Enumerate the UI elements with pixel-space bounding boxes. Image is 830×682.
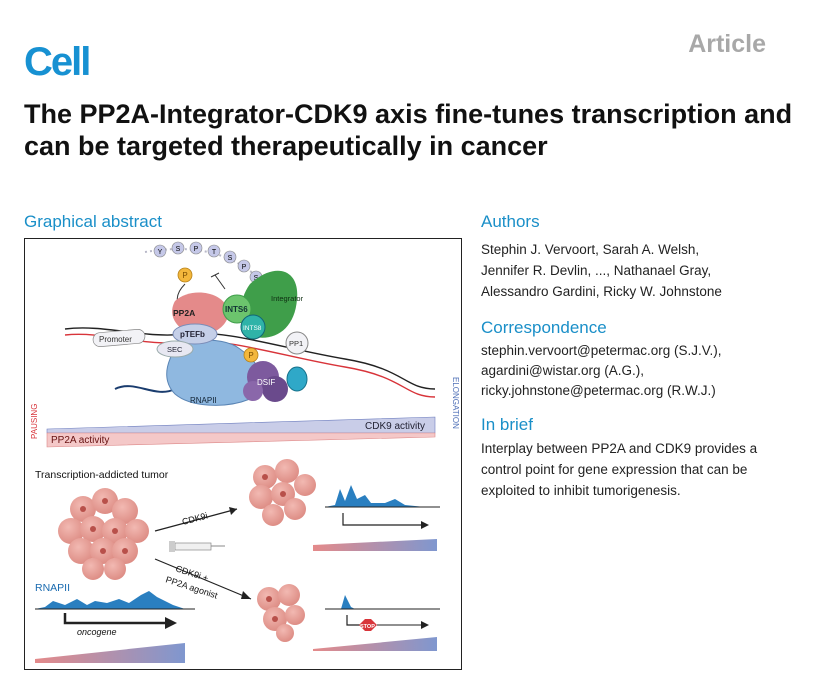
nucleosome-icon (286, 366, 308, 392)
phospho-icon (243, 347, 259, 363)
oncogene-label: oncogene (77, 627, 117, 637)
syringe-icon (169, 541, 225, 552)
correspondence-line[interactable]: ricky.johnstone@petermac.org (R.W.J.) (481, 383, 716, 398)
correspondence-list: stephin.vervoort@petermac.org (S.J.V.), … (481, 341, 811, 401)
article-title: The PP2A-Integrator-CDK9 axis fine-tunes… (24, 99, 793, 161)
tumor-cluster (58, 488, 149, 580)
promoter-box (92, 328, 146, 348)
rnapii-lower-label: RNAPII (35, 582, 70, 594)
author-line: Stephin J. Vervoort, Sarah A. Welsh, (481, 242, 700, 257)
pp2a-label: PP2A (173, 308, 195, 318)
sec-label: SEC (167, 345, 183, 354)
correspondence-heading: Correspondence (481, 318, 607, 337)
ctd-letter: S (254, 275, 259, 282)
in-brief-text: Interplay between PP2A and CDK9 provides… (481, 441, 758, 498)
ctd-letter: P (242, 264, 247, 271)
cdk9-activity-label: CDK9 activity (365, 421, 425, 432)
rnapii-signal (35, 591, 195, 629)
pp2a-activity-label: PP2A activity (51, 435, 109, 446)
dsif-label: DSIF (257, 378, 275, 387)
ctd-tail: Y S P T S P S P (144, 241, 271, 312)
ints8-complex (240, 314, 266, 340)
tumor-label: Transcription-addicted tumor (35, 469, 169, 481)
pp2a-activity-wedge (46, 432, 436, 448)
integrator-label: Integrator (271, 294, 304, 303)
journal-logo: Cell (24, 40, 91, 84)
ctd-letter: Y (158, 249, 163, 256)
correspondence-line[interactable]: agardini@wistar.org (A.G.), (481, 363, 645, 378)
activity-wedge-lower (35, 643, 185, 663)
phospho-label: P (182, 271, 187, 280)
graphical-abstract-heading: Graphical abstract (24, 212, 162, 231)
authors-heading: Authors (481, 212, 540, 231)
ctd-letter: T (212, 249, 217, 256)
phospho-label: P (248, 351, 253, 360)
tumor-cdk9i (249, 459, 316, 526)
elongation-label: ELONGATION (451, 377, 460, 429)
phospho-icon (177, 267, 193, 283)
ptefb-complex (172, 323, 218, 345)
rnapii-label: RNAPII (190, 396, 217, 405)
graphical-abstract-figure: Y S P T S P S P Integrator PP2A INTS6 IN… (24, 238, 462, 670)
author-line: Jennifer R. Devlin, ..., Nathanael Gray, (481, 263, 712, 278)
pausing-label: PAUSING (30, 404, 39, 439)
combo-signal: STOP (313, 595, 440, 651)
graphical-abstract-svg: Y S P T S P S P Integrator PP2A INTS6 IN… (30, 241, 460, 663)
ctd-letter: S (176, 246, 181, 253)
ints8-label: INTS8 (243, 325, 262, 332)
pp1-complex (285, 331, 309, 355)
correspondence-line[interactable]: stephin.vervoort@petermac.org (S.J.V.), (481, 343, 722, 358)
stop-label: STOP (360, 624, 375, 630)
cdk9i-signal (313, 485, 440, 551)
ptefb-label: pTEFb (180, 330, 205, 339)
authors-list: Stephin J. Vervoort, Sarah A. Welsh, Jen… (481, 239, 811, 302)
stop-sign-icon (359, 619, 377, 631)
cdk9i-arrow (154, 508, 238, 532)
pp1-label: PP1 (289, 339, 303, 348)
ctd-letter: S (228, 255, 233, 262)
in-brief-heading: In brief (481, 415, 533, 434)
author-line: Alessandro Gardini, Ricky W. Johnstone (481, 284, 722, 299)
cdk9i-label: CDK9i (181, 511, 209, 527)
tumor-combo (257, 584, 305, 642)
promoter-label: Promoter (99, 335, 132, 344)
ctd-letter: P (194, 246, 199, 253)
dsif-complex (243, 361, 288, 402)
ints6-label: INTS6 (225, 305, 248, 314)
combo-arrow (154, 558, 252, 600)
sec-complex (156, 340, 194, 358)
ints6-complex (222, 294, 252, 324)
article-type-label: Article (688, 30, 766, 58)
